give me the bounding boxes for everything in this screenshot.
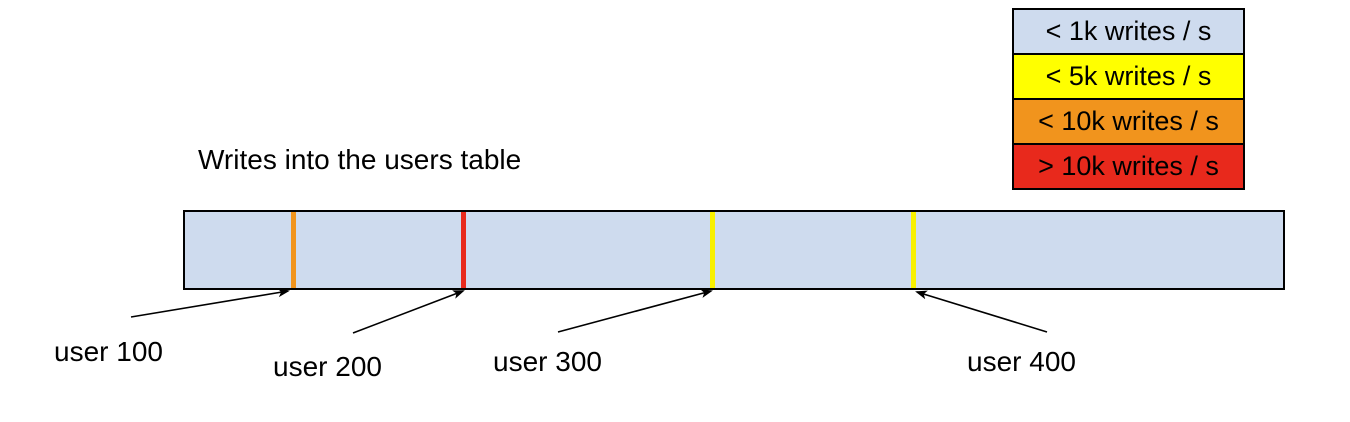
users-table-bar	[183, 210, 1285, 290]
write-hotspot-stripe-1	[291, 212, 296, 288]
diagram-title: Writes into the users table	[198, 144, 522, 175]
user-label-300: user 300	[493, 346, 602, 377]
write-hotspot-stripe-2	[461, 212, 466, 288]
user-label-200: user 200	[273, 351, 382, 382]
pointer-arrow-1	[130, 288, 290, 318]
user-label-100: user 100	[54, 336, 163, 367]
write-rate-legend: < 1k writes / s < 5k writes / s < 10k wr…	[1012, 8, 1245, 190]
legend-item-lt-5k: < 5k writes / s	[1012, 53, 1245, 100]
user-label-400: user 400	[967, 346, 1076, 377]
write-hotspot-stripe-3	[710, 212, 715, 288]
pointer-arrow-2	[352, 290, 465, 334]
legend-item-lt-10k: < 10k writes / s	[1012, 98, 1245, 145]
pointer-arrow-3	[557, 289, 713, 333]
legend-item-lt-1k: < 1k writes / s	[1012, 8, 1245, 55]
legend-item-gt-10k: > 10k writes / s	[1012, 143, 1245, 190]
write-hotspot-stripe-4	[911, 212, 916, 288]
pointer-arrow-4	[915, 290, 1048, 333]
